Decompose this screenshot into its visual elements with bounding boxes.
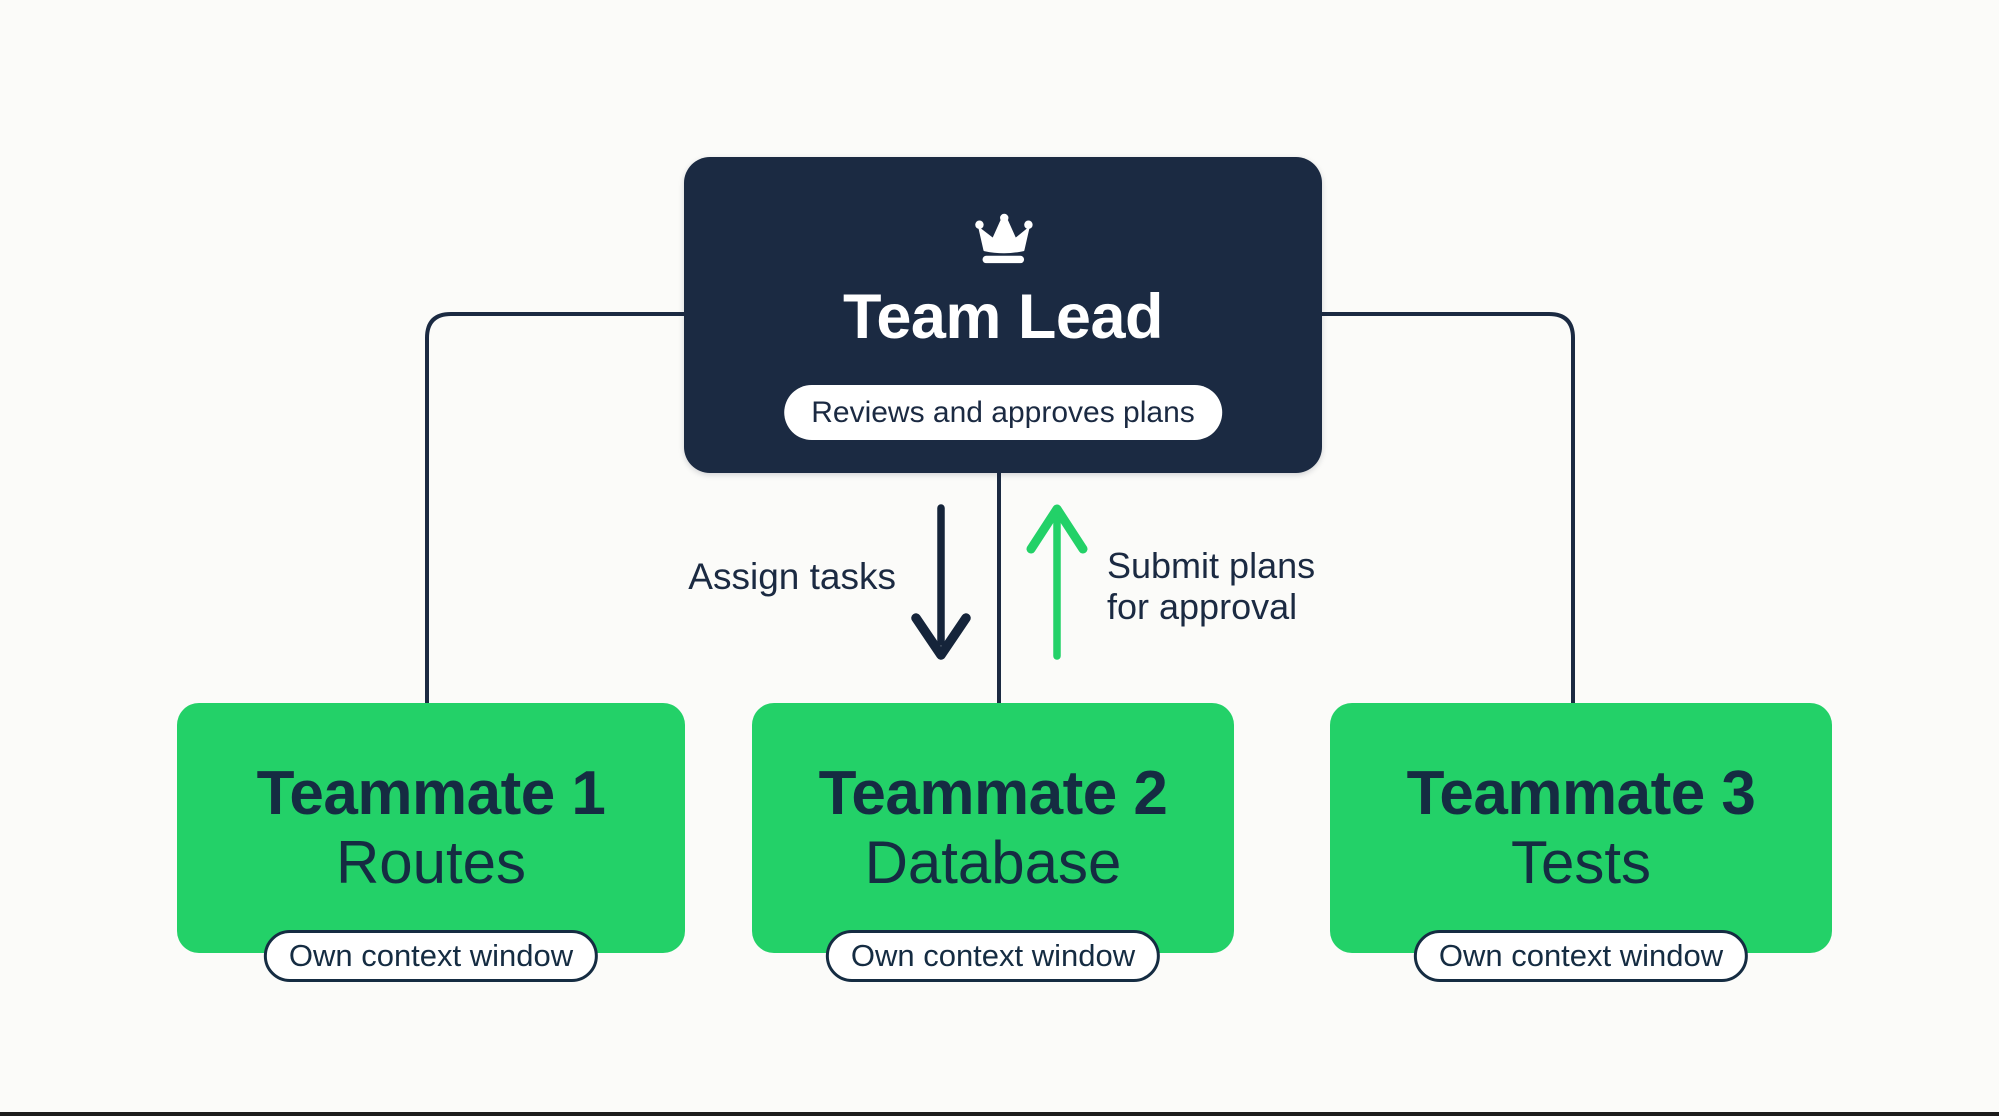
teammate-badge: Own context window	[825, 930, 1161, 982]
assign-tasks-label: Assign tasks	[688, 556, 896, 597]
teammate-subtitle: Database	[864, 829, 1122, 896]
teammate-subtitle: Routes	[335, 829, 527, 896]
crown-shape	[975, 213, 1033, 264]
team-lead-title: Team Lead	[843, 282, 1163, 352]
connector-right	[1322, 312, 1575, 712]
team-lead-node: Team Lead Reviews and approves plans	[684, 157, 1322, 473]
teammate-title: Teammate 1	[256, 759, 606, 828]
teammate-3-node: Teammate 3 Tests Own context window	[1330, 703, 1832, 982]
team-lead-badge: Reviews and approves plans	[784, 385, 1222, 440]
teammate-badge: Own context window	[1413, 930, 1749, 982]
down-arrow-head	[911, 613, 971, 660]
teammate-2-node: Teammate 2 Database Own context window	[752, 703, 1234, 982]
teammate-subtitle: Tests	[1510, 829, 1652, 896]
teammate-1-node: Teammate 1 Routes Own context window	[177, 703, 685, 982]
connector-group	[425, 312, 1575, 712]
teammate-badge: Own context window	[263, 930, 599, 982]
submit-plans-line2: for approval	[1107, 586, 1298, 627]
crown-icon	[975, 213, 1033, 264]
teammate-title: Teammate 3	[1406, 759, 1756, 828]
submit-plans-line1: Submit plans	[1107, 545, 1316, 586]
up-arrow-head	[1026, 504, 1088, 554]
connector-left	[425, 312, 684, 712]
teammate-title: Teammate 2	[818, 759, 1168, 828]
down-arrow-icon	[911, 504, 971, 660]
up-arrow-icon	[1026, 504, 1088, 660]
submit-plans-label: Submit plans for approval	[1107, 545, 1315, 627]
bottom-edge-line	[0, 1112, 1999, 1116]
